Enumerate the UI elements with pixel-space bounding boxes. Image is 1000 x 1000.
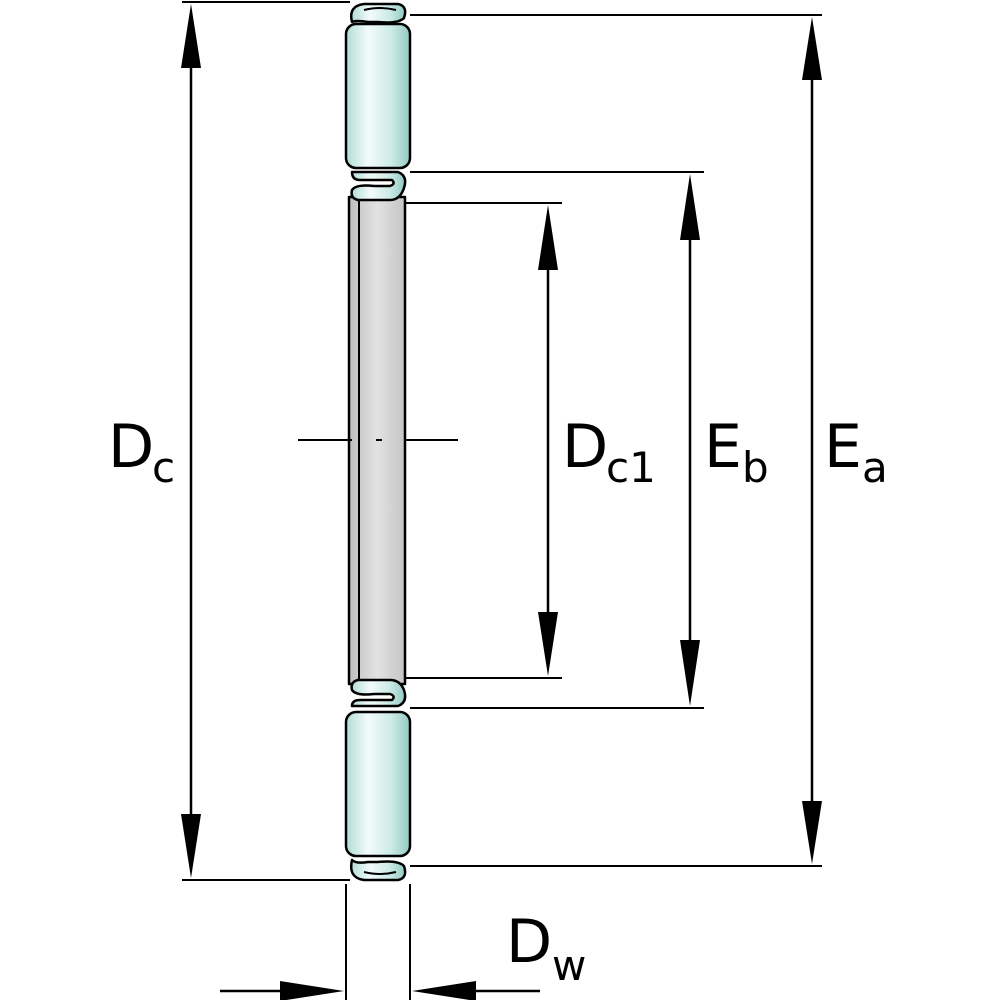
label-ea: E a (824, 412, 888, 492)
arrow-dc1-top (538, 205, 558, 270)
cage-fold-top-outer (350, 2, 407, 24)
arrow-eb-bottom (680, 640, 700, 706)
arrow-dc-top (181, 4, 201, 68)
cage-fold-top-outer-curl (363, 7, 397, 11)
label-eb-sub: b (742, 443, 769, 492)
cage-fold-bottom-outer-curl (363, 871, 397, 875)
dimension-eb (680, 174, 700, 706)
arrow-dw-right (412, 981, 476, 1000)
dimension-ea (802, 17, 822, 864)
label-ea-sub: a (862, 443, 888, 492)
label-eb: E b (704, 412, 769, 492)
arrow-dw-left (280, 981, 344, 1000)
label-dc1: D c1 (562, 412, 656, 492)
arrow-ea-top (802, 17, 822, 80)
label-dc-sub: c (152, 443, 175, 492)
label-dw-main: D (506, 907, 552, 977)
cage-fold-top-inner (350, 170, 407, 202)
extension-lines (182, 1, 822, 1000)
arrow-ea-bottom (802, 801, 822, 864)
roller-bottom (344, 710, 412, 858)
label-dw-sub: w (552, 941, 586, 990)
arrow-dc1-bottom (538, 612, 558, 676)
arrow-eb-top (680, 174, 700, 240)
dimension-dc1 (538, 205, 558, 676)
label-ea-main: E (824, 412, 862, 482)
roller-top (344, 22, 412, 170)
label-eb-main: E (704, 412, 742, 482)
dimension-dw (220, 981, 540, 1000)
label-dc-main: D (108, 412, 154, 482)
cage-fold-bottom-outer (350, 858, 407, 882)
arrow-dc-bottom (181, 814, 201, 878)
label-dc1-main: D (562, 412, 608, 482)
label-dc: D c (108, 412, 175, 492)
label-dc1-sub: c1 (606, 443, 656, 492)
label-dw: D w (506, 907, 586, 990)
cage-fold-bottom-inner (350, 678, 407, 708)
dimension-dc (181, 4, 201, 878)
bearing-section (344, 2, 412, 882)
